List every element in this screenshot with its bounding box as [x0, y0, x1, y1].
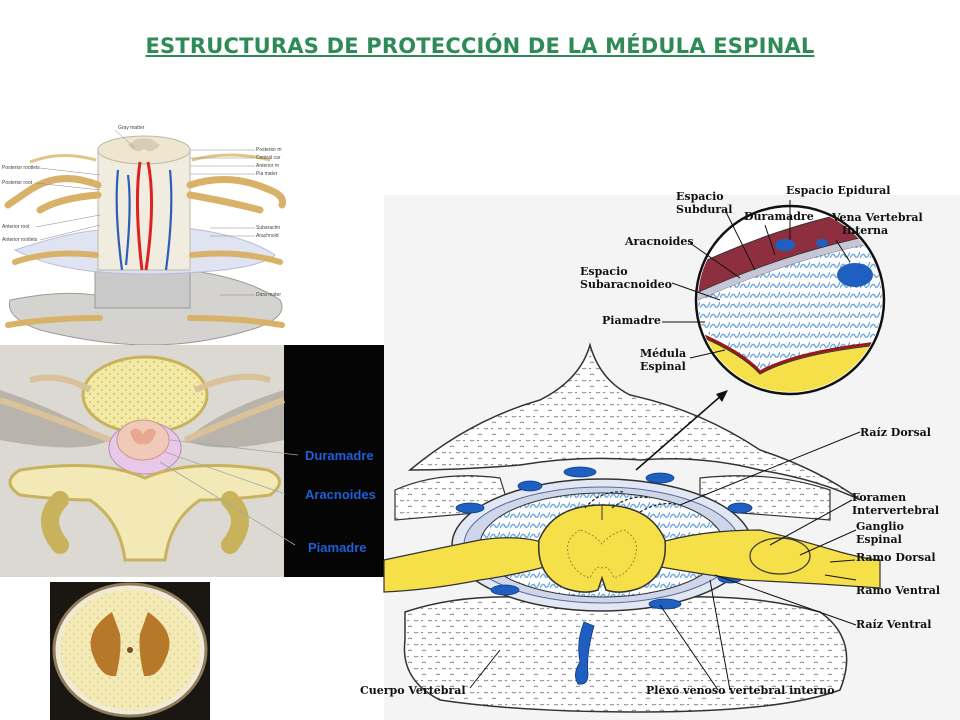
label-central-canal: Central car	[256, 155, 281, 161]
label-espacio-subdural-1: Espacio	[676, 190, 724, 203]
label-raiz-dorsal: Raíz Dorsal	[860, 426, 931, 439]
meninges-3d-diagram: Gray matter Posterior rootlets Posterior…	[2, 125, 286, 346]
vertebra-cross-section: Duramadre Aracnoides Piamadre	[0, 345, 384, 577]
label-subarachnoid: Subarachn	[256, 225, 280, 231]
label-espacio-subdural-2: Subdural	[676, 203, 732, 216]
label-foramen-1: Foramen	[852, 491, 906, 504]
page-title: ESTRUCTURAS DE PROTECCIÓN DE LA MÉDULA E…	[145, 34, 815, 58]
label-espacio-epidural: Espacio Epidural	[786, 184, 890, 197]
label-ramo-dorsal: Ramo Dorsal	[856, 551, 936, 564]
label-duramadre: Duramadre	[305, 448, 374, 463]
label-arachnoid: Arachnoid	[256, 233, 279, 239]
label-foramen-2: Intervertebral	[852, 504, 939, 517]
label-raiz-ventral: Raíz Ventral	[856, 618, 931, 631]
label-medula-2: Espinal	[640, 360, 686, 373]
label-anterior-rootlets: Anterior rootlets	[2, 237, 38, 243]
label-pia-mater: Pia mater	[256, 171, 278, 177]
label-plexo-venoso: Plexo venoso vertebral interno	[646, 684, 835, 697]
label-vena-vertebral-2: Interna	[842, 224, 888, 237]
label-posterior-root: Posterior root	[2, 180, 33, 186]
label-panel	[284, 345, 384, 577]
label-vena-vertebral-1: Vena Vertebral	[831, 211, 923, 224]
label-ganglio-2: Espinal	[856, 533, 902, 546]
label-espacio-subaracnoideo-1: Espacio	[580, 265, 628, 278]
label-aracnoides-main: Aracnoides	[624, 235, 694, 248]
label-anterior-root: Anterior root	[2, 224, 30, 230]
label-ramo-ventral: Ramo Ventral	[856, 584, 940, 597]
label-aracnoides: Aracnoides	[305, 487, 376, 502]
label-espacio-subaracnoideo-2: Subaracnoideo	[580, 278, 672, 291]
label-piamadre-main: Piamadre	[602, 314, 661, 327]
label-ganglio-1: Ganglio	[856, 520, 904, 533]
label-piamadre: Piamadre	[308, 540, 367, 555]
label-anterior-m: Anterior m	[256, 163, 279, 169]
label-dura-mater: Dura mater	[256, 292, 281, 298]
label-posterior-rootlets: Posterior rootlets	[2, 165, 40, 171]
label-posterior-m: Posterior m	[256, 147, 282, 153]
spinal-cord-micrograph	[50, 582, 210, 720]
main-spinal-diagram: Espacio Subdural Espacio Epidural Durama…	[360, 184, 960, 720]
label-cuerpo-vertebral: Cuerpo Vertebral	[360, 684, 466, 697]
label-gray-matter: Gray matter	[118, 125, 145, 131]
label-medula-1: Médula	[640, 347, 686, 360]
label-duramadre-main: Duramadre	[744, 210, 814, 223]
